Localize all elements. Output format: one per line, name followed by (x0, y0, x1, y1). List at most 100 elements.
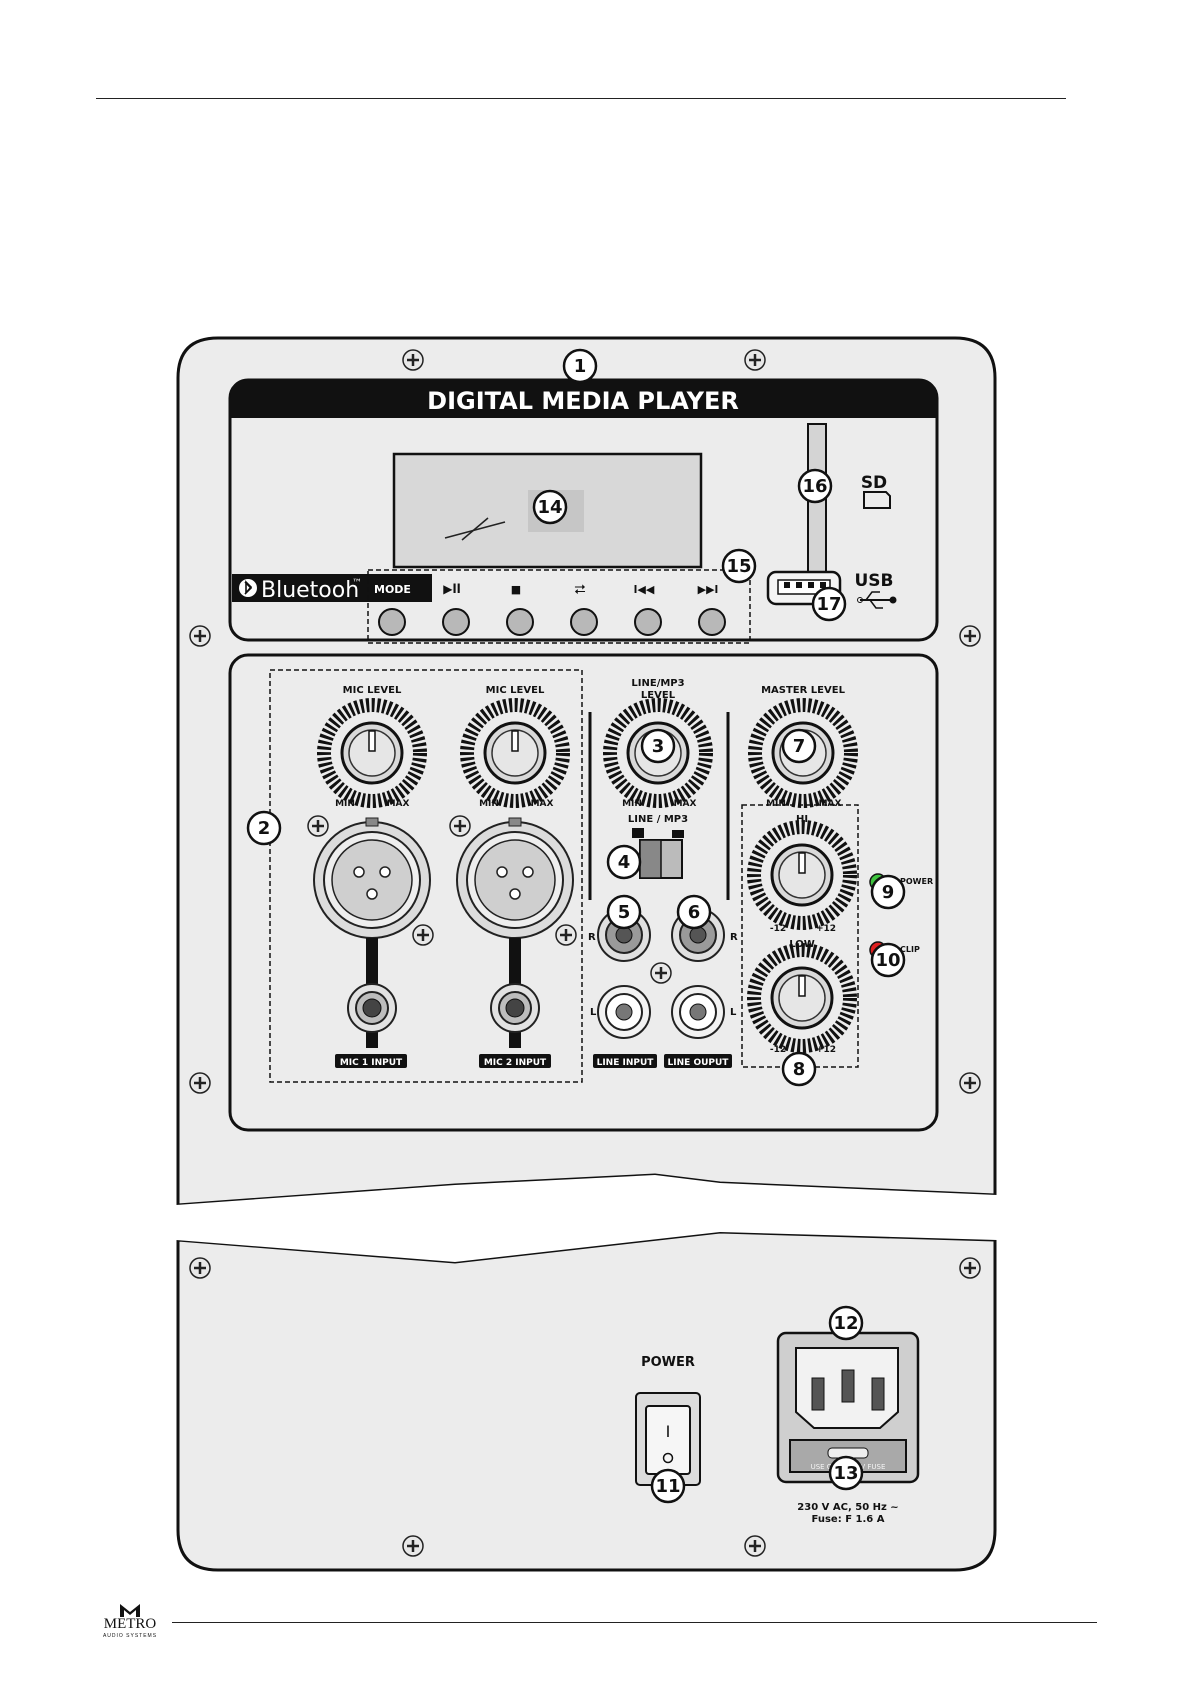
svg-text:3: 3 (652, 736, 665, 757)
screw-icon (554, 923, 578, 947)
left-channel-label: L (590, 1007, 597, 1018)
logo-name: METRO (103, 1616, 157, 1632)
power-spec-line1: 230 V AC, 50 Hz ~ (797, 1502, 898, 1513)
screw-icon (448, 814, 472, 838)
max-label: MAX (674, 799, 697, 809)
svg-text:10: 10 (875, 950, 900, 971)
repeat-icon: ⮂ (574, 582, 585, 598)
line-output-label: LINE OUPUT (668, 1058, 730, 1068)
screw-icon (306, 814, 330, 838)
callout-17: 17 (811, 586, 847, 622)
repeat-button[interactable] (570, 608, 598, 636)
panel-title: DIGITAL MEDIA PLAYER (427, 387, 739, 415)
min-label: MIN (766, 799, 786, 809)
max-label: MAX (531, 799, 554, 809)
callout-16: 16 (797, 468, 833, 504)
screw-icon (188, 624, 212, 648)
screw-icon (401, 348, 425, 372)
power-off-mark (662, 1452, 674, 1464)
plus12-label: +12 (816, 924, 836, 934)
stop-button[interactable] (506, 608, 534, 636)
line-mp3-level-label: LINE/MP3 (631, 678, 684, 689)
svg-text:7: 7 (793, 736, 806, 757)
min-label: MIN (479, 799, 499, 809)
mic2-level-label: MIC LEVEL (486, 685, 545, 696)
previous-button[interactable] (634, 608, 662, 636)
low-eq-knob[interactable] (770, 966, 834, 1030)
svg-text:16: 16 (802, 476, 827, 497)
screw-icon (743, 348, 767, 372)
svg-text:1: 1 (574, 356, 587, 377)
max-label: MAX (819, 799, 842, 809)
mic1-jack-input[interactable] (347, 983, 397, 1033)
line-output-left-rca[interactable] (671, 985, 725, 1039)
svg-text:5: 5 (618, 902, 631, 923)
svg-text:2: 2 (258, 818, 271, 839)
controls-group-outline (367, 569, 751, 644)
sd-card-slot[interactable] (807, 423, 827, 589)
callout-13: 13 (828, 1455, 864, 1491)
clip-led-label: CLIP (900, 945, 920, 954)
callout-1: 1 (562, 348, 598, 384)
mic2-jack-input[interactable] (490, 983, 540, 1033)
callout-7: 7 (781, 728, 817, 764)
power-on-mark: I (666, 1422, 671, 1441)
svg-text:15: 15 (726, 556, 751, 577)
right-channel-label: R (588, 932, 596, 943)
sd-label: SD (861, 473, 887, 493)
screw-icon (188, 1256, 212, 1280)
svg-text:9: 9 (882, 882, 895, 903)
bluetooth-label: Bluetooh (261, 578, 359, 603)
callout-12: 12 (828, 1305, 864, 1341)
usb-label: USB (854, 571, 893, 591)
callout-5: 5 (606, 894, 642, 930)
previous-icon: l◀◀ (634, 583, 655, 596)
line-mp3-switch-label: LINE / MP3 (628, 814, 688, 825)
min-label: MIN (335, 799, 355, 809)
play-pause-button[interactable] (442, 608, 470, 636)
callout-3: 3 (640, 728, 676, 764)
left-channel-label: L (730, 1007, 737, 1018)
screw-icon (188, 1071, 212, 1095)
trademark-symbol: ™ (352, 578, 362, 589)
minus12-label: -12 (770, 924, 786, 934)
sd-card-icon (863, 491, 891, 509)
svg-text:8: 8 (793, 1059, 806, 1080)
line-input-label: LINE INPUT (597, 1058, 655, 1068)
display-glyph (444, 521, 506, 539)
svg-text:4: 4 (618, 852, 631, 873)
mic1-level-knob[interactable] (340, 721, 404, 785)
plus12-label: +12 (816, 1045, 836, 1055)
power-switch-label: POWER (641, 1355, 695, 1370)
screw-icon (958, 624, 982, 648)
master-level-label: MASTER LEVEL (761, 685, 846, 696)
next-button[interactable] (698, 608, 726, 636)
mic-section-outline (269, 669, 583, 1083)
next-icon: ▶▶l (698, 583, 719, 596)
callout-14: 14 (532, 489, 568, 525)
lower-panel (176, 1230, 997, 1572)
mode-label: MODE (374, 583, 411, 596)
logo-subtitle: AUDIO SYSTEMS (102, 1633, 158, 1639)
minus12-label: -12 (770, 1045, 786, 1055)
svg-text:6: 6 (688, 902, 701, 923)
usb-symbol-icon (857, 591, 897, 609)
mic2-level-knob[interactable] (483, 721, 547, 785)
max-label: MAX (387, 799, 410, 809)
svg-text:17: 17 (816, 594, 841, 615)
metro-logo-mark-icon (120, 1604, 140, 1617)
stop-icon: ■ (511, 583, 521, 596)
play-pause-icon: ▶ll (443, 582, 460, 596)
hi-eq-knob[interactable] (770, 843, 834, 907)
power-spec-line2: Fuse: F 1.6 A (812, 1514, 885, 1525)
screw-icon (649, 961, 673, 985)
footer-rule (172, 1622, 1097, 1623)
callout-9: 9 (870, 874, 906, 910)
line-input-left-rca[interactable] (597, 985, 651, 1039)
callout-6: 6 (676, 894, 712, 930)
mode-button[interactable] (378, 608, 406, 636)
svg-text:12: 12 (833, 1313, 858, 1334)
mic1-input-label: MIC 1 INPUT (340, 1058, 403, 1068)
right-channel-label: R (730, 932, 738, 943)
callout-15: 15 (721, 548, 757, 584)
